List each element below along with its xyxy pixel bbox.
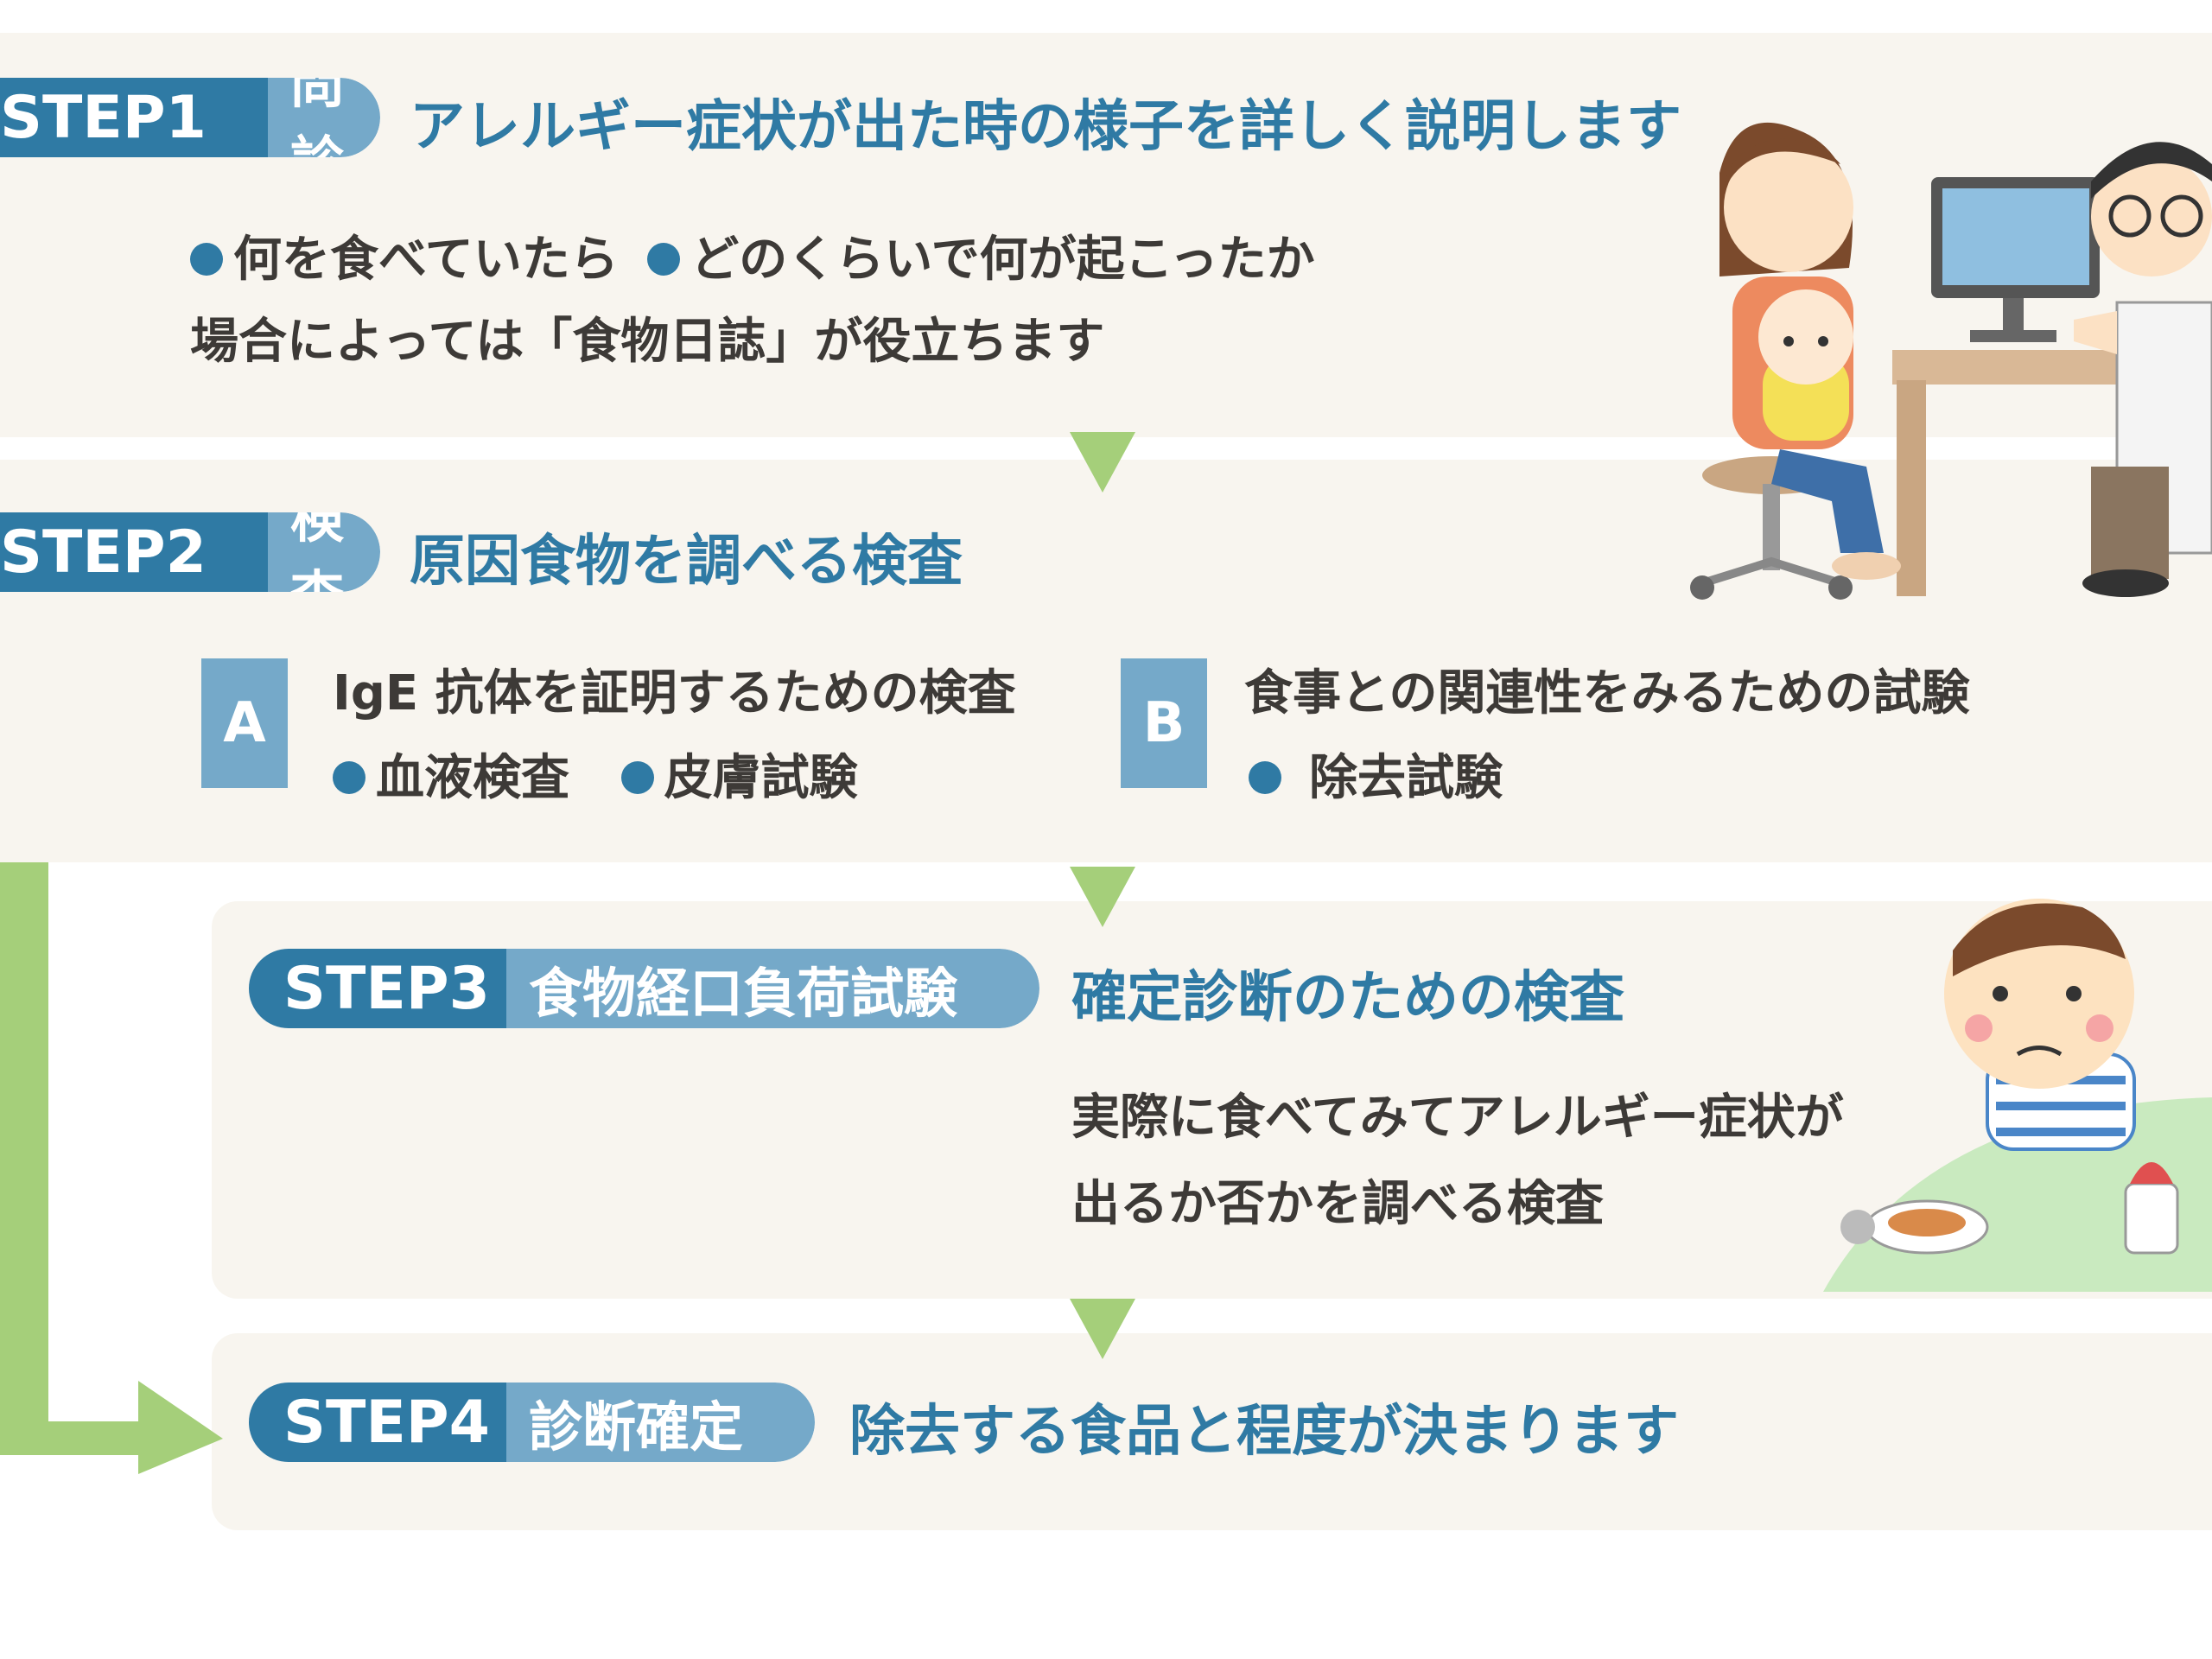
step1-pill: STEP1 問診 — [0, 78, 380, 157]
option-a-items: 血液検査 皮膚試験 — [333, 739, 858, 809]
option-b-item-1: 除去試験 — [1309, 750, 1503, 806]
step2-heading: 原因食物を調べる検査 — [410, 530, 963, 594]
step4-label: STEP4 — [249, 1382, 506, 1462]
step4-heading: 除去する食品と程度が決まります — [849, 1400, 1679, 1464]
step1-bullet-b: どのくらいで何が起こったか — [690, 232, 1315, 288]
step1-bullet-a: 何を食べていたら — [233, 232, 619, 288]
step3-line-1: 実際に食べてみてアレルギー症状が — [1071, 1090, 1844, 1146]
option-a-item-2: 皮膚試験 — [664, 750, 858, 806]
step2-name: 検査 — [268, 512, 380, 592]
step3-name: 食物経口負荷試験 — [506, 949, 1039, 1028]
option-b-items: 除去試験 — [1249, 739, 1503, 809]
step3-pill: STEP3 食物経口負荷試験 — [249, 949, 1039, 1028]
step1-label: STEP1 — [0, 78, 268, 157]
option-a-item-1: 血液検査 — [376, 750, 569, 806]
option-b-box: B — [1121, 658, 1207, 788]
option-b-title: 食事との関連性をみるための試験 — [1244, 665, 1970, 721]
step4-name: 診断確定 — [506, 1382, 815, 1462]
option-a-box: A — [201, 658, 288, 788]
step4-pill: STEP4 診断確定 — [249, 1382, 815, 1462]
option-a-title: IgE 抗体を証明するための検査 — [333, 665, 1016, 721]
down-arrow-3 — [1070, 1299, 1135, 1359]
step1-note: 場合によっては「食物日誌」が役立ちます — [190, 314, 1105, 370]
bullet-dot — [333, 760, 365, 794]
doctor-consultation-illustration — [1690, 122, 2212, 600]
step1-name: 問診 — [268, 78, 380, 157]
step1-heading: アレルギー症状が出た時の様子を詳しく説明します — [410, 95, 1681, 159]
child-eating-illustration — [1823, 899, 2212, 1292]
bullet-dot — [1249, 760, 1281, 794]
bullet-dot — [190, 242, 223, 276]
down-arrow-1 — [1070, 432, 1135, 493]
step1-bullets: 何を食べていたら どのくらいで何が起こったか — [190, 220, 1315, 290]
bullet-dot — [647, 242, 681, 276]
step2-pill: STEP2 検査 — [0, 512, 380, 592]
step2-label: STEP2 — [0, 512, 268, 592]
bullet-dot — [620, 760, 654, 794]
step3-heading: 確定診断のための検査 — [1071, 966, 1624, 1030]
down-arrow-2 — [1070, 867, 1135, 927]
step3-label: STEP3 — [249, 949, 506, 1028]
step3-line-2: 出るか否かを調べる検査 — [1071, 1176, 1604, 1232]
